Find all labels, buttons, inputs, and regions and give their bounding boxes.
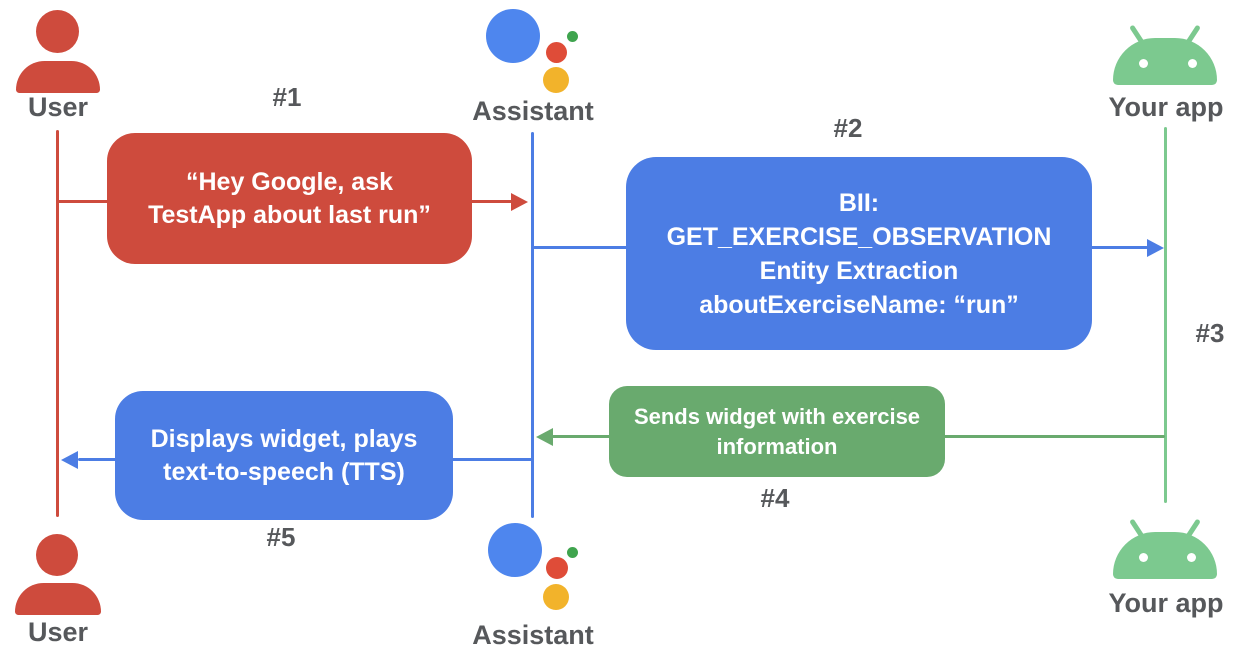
actor-label-app-bottom: Your app: [1108, 588, 1224, 618]
arrow-4-head-left-icon: [536, 428, 553, 446]
actor-label-app-top: Your app: [1108, 92, 1224, 122]
android-icon: [1113, 510, 1217, 579]
lifeline-your-app: [1164, 127, 1167, 503]
message-1-line-1: “Hey Google, ask: [185, 167, 394, 196]
assistant-yellow-dot: [543, 67, 569, 93]
android-eye-left: [1139, 59, 1148, 68]
arrow-2-head-right-icon: [1147, 239, 1164, 257]
arrow-5-head-left-icon: [61, 451, 78, 469]
message-2-line-4: aboutExerciseName: “run”: [699, 290, 1019, 319]
step-label-4: #4: [760, 483, 790, 513]
actor-label-assistant-bottom: Assistant: [472, 620, 594, 650]
message-2-line-2: GET_EXERCISE_OBSERVATION: [666, 222, 1052, 251]
lifeline-user: [56, 130, 59, 517]
message-box-4: Sends widget with exercise information: [609, 386, 945, 477]
message-5-line-1: Displays widget, plays: [150, 424, 418, 453]
user-icon: [0, 0, 116, 95]
actor-label-user-top: User: [27, 92, 89, 122]
assistant-icon: [488, 523, 586, 611]
step-label-2: #2: [833, 113, 863, 143]
step-label-5: #5: [266, 522, 296, 552]
user-head-shape: [36, 10, 79, 53]
message-1-line-2: TestApp about last run”: [148, 200, 431, 229]
assistant-yellow-dot: [543, 584, 569, 610]
user-icon: [0, 524, 116, 619]
assistant-icon: [486, 9, 584, 95]
step-label-1: #1: [272, 82, 302, 112]
android-icon: [1113, 16, 1217, 85]
assistant-blue-dot: [488, 523, 542, 577]
assistant-red-dot: [546, 557, 568, 579]
message-5-line-2: text-to-speech (TTS): [163, 457, 405, 486]
android-eye-left: [1139, 553, 1148, 562]
lifeline-assistant: [531, 132, 534, 518]
message-2-line-3: Entity Extraction: [759, 256, 959, 285]
assistant-blue-dot: [486, 9, 540, 63]
android-eye-right: [1188, 59, 1197, 68]
user-body-shape: [16, 61, 100, 93]
message-2-line-1: BII:: [838, 188, 880, 217]
arrow-1-head-right-icon: [511, 193, 528, 211]
message-box-1: “Hey Google, ask TestApp about last run”: [107, 133, 472, 264]
message-4-line-1: Sends widget with exercise: [633, 403, 921, 429]
actor-label-assistant-top: Assistant: [472, 96, 594, 126]
android-dome-shape: [1113, 38, 1217, 85]
step-label-3: #3: [1195, 318, 1225, 348]
android-dome-shape: [1113, 532, 1217, 579]
assistant-red-dot: [546, 42, 567, 63]
user-head-shape: [36, 534, 78, 576]
assistant-green-dot: [567, 547, 578, 558]
message-box-5: Displays widget, plays text-to-speech (T…: [115, 391, 453, 520]
actor-label-user-bottom: User: [27, 617, 89, 647]
message-4-line-2: information: [716, 433, 838, 459]
assistant-green-dot: [567, 31, 578, 42]
android-eye-right: [1187, 553, 1196, 562]
user-body-shape: [15, 583, 101, 615]
message-box-2: BII: GET_EXERCISE_OBSERVATION Entity Ext…: [626, 157, 1092, 350]
